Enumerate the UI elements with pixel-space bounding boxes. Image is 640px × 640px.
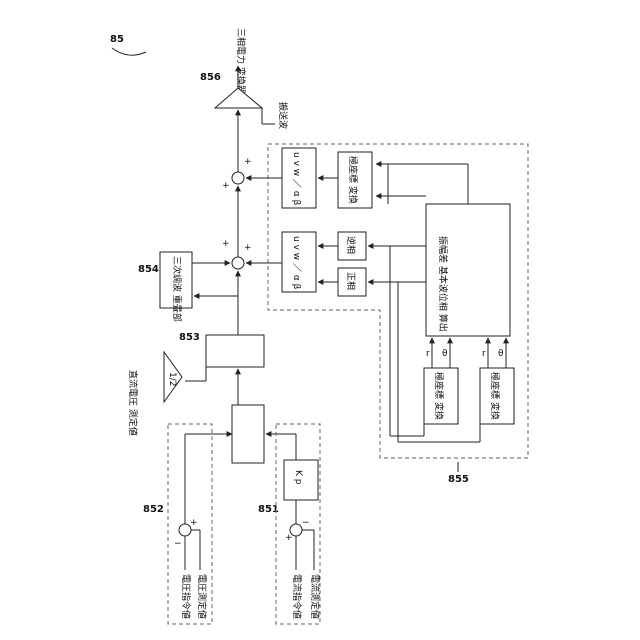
plus-6: + (285, 533, 293, 543)
sum-junction-top (232, 172, 244, 184)
ref-852: 852 (143, 504, 164, 515)
ref-85: 85 (110, 34, 124, 45)
r-2: r (482, 349, 486, 359)
minus-2: − (302, 518, 310, 528)
current-measured-label: 電流測定値 (309, 574, 321, 619)
plus-4: + (244, 243, 252, 253)
voltage-command-label: 電圧指令値 (180, 574, 192, 619)
uvw-ab-top-label: u v w ／ α β (291, 152, 302, 206)
plus-2: + (244, 157, 252, 167)
positive-phase-label: 正相 (345, 272, 357, 290)
sum-junction-mid (232, 257, 244, 269)
polar-2-label: 極座標 変換 (489, 372, 501, 420)
kp-label: K p (293, 470, 303, 485)
reverse-phase-label: 逆相 (345, 236, 357, 254)
theta-1: θ (442, 349, 448, 359)
third-harmonic-label: 三次調波 重畳部 (171, 256, 183, 322)
half-label: 1/2 (167, 372, 177, 386)
polar-1-label: 極座標 変換 (433, 372, 445, 420)
uvw-ab-bottom-label: u v w ／ α β (291, 236, 302, 290)
plus-1: + (222, 181, 230, 191)
regulator-block (206, 335, 264, 367)
ref-853: 853 (179, 332, 200, 343)
amplitude-diff-label: 振幅差 基本波位相 算出 (437, 236, 449, 332)
dc-voltage-label: 直流電圧 測定値 (127, 370, 139, 436)
ref-854: 854 (138, 264, 159, 275)
coord-transform-top-label: 極座標 変換 (347, 156, 359, 204)
plus-3: + (222, 239, 230, 249)
combiner-block (232, 405, 264, 463)
carrier-label: 搬送波 (277, 102, 289, 129)
minus-1: − (174, 539, 182, 549)
pwm-comparator (215, 88, 262, 108)
theta-2: θ (498, 349, 504, 359)
ref-85-leader (112, 48, 146, 55)
ref-856: 856 (200, 72, 221, 83)
current-command-label: 電流指令値 (291, 574, 303, 619)
voltage-measured-label: 電圧測定値 (196, 574, 208, 619)
r-1: r (426, 349, 430, 359)
plus-5: + (190, 518, 198, 528)
ref-855: 855 (448, 474, 469, 485)
